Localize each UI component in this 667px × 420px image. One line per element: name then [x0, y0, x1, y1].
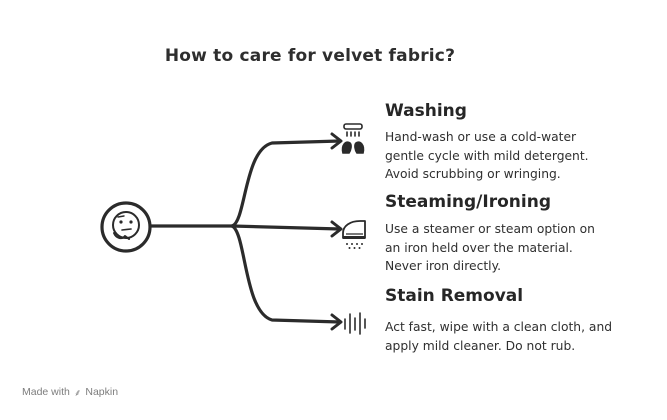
- branch-description-washing: Hand-wash or use a cold-water gentle cyc…: [385, 130, 589, 181]
- branch-title-washing: Washing: [385, 101, 467, 121]
- branch-title-stain-removal: Stain Removal: [385, 286, 524, 306]
- steam-iron-icon: [342, 220, 366, 249]
- napkin-logo-icon: ⸙: [73, 388, 82, 399]
- footer-prefix: Made with: [22, 386, 70, 398]
- arrowhead-stain: [330, 313, 343, 331]
- footer-attribution[interactable]: Made with ⸙ Napkin: [22, 385, 118, 399]
- connectors: [148, 139, 342, 324]
- connector-steaming: [230, 224, 342, 231]
- branch-description-steaming: Use a steamer or steam option on an iron…: [385, 222, 595, 273]
- branch-title-steaming: Steaming/Ironing: [385, 192, 551, 212]
- arrowhead-washing: [330, 132, 343, 150]
- connector-stain: [230, 224, 342, 324]
- arrowhead-steaming: [330, 220, 343, 238]
- thinking-face-icon: [100, 201, 152, 253]
- footer-brand: Napkin: [85, 386, 119, 398]
- diagram-title: How to care for velvet fabric?: [164, 46, 456, 66]
- branch-description-stain-removal: Act fast, wipe with a clean cloth, and a…: [385, 320, 613, 353]
- washing-hands-icon: [341, 123, 365, 154]
- connector-washing: [230, 139, 342, 228]
- sparkle-wipe-icon: [344, 312, 366, 335]
